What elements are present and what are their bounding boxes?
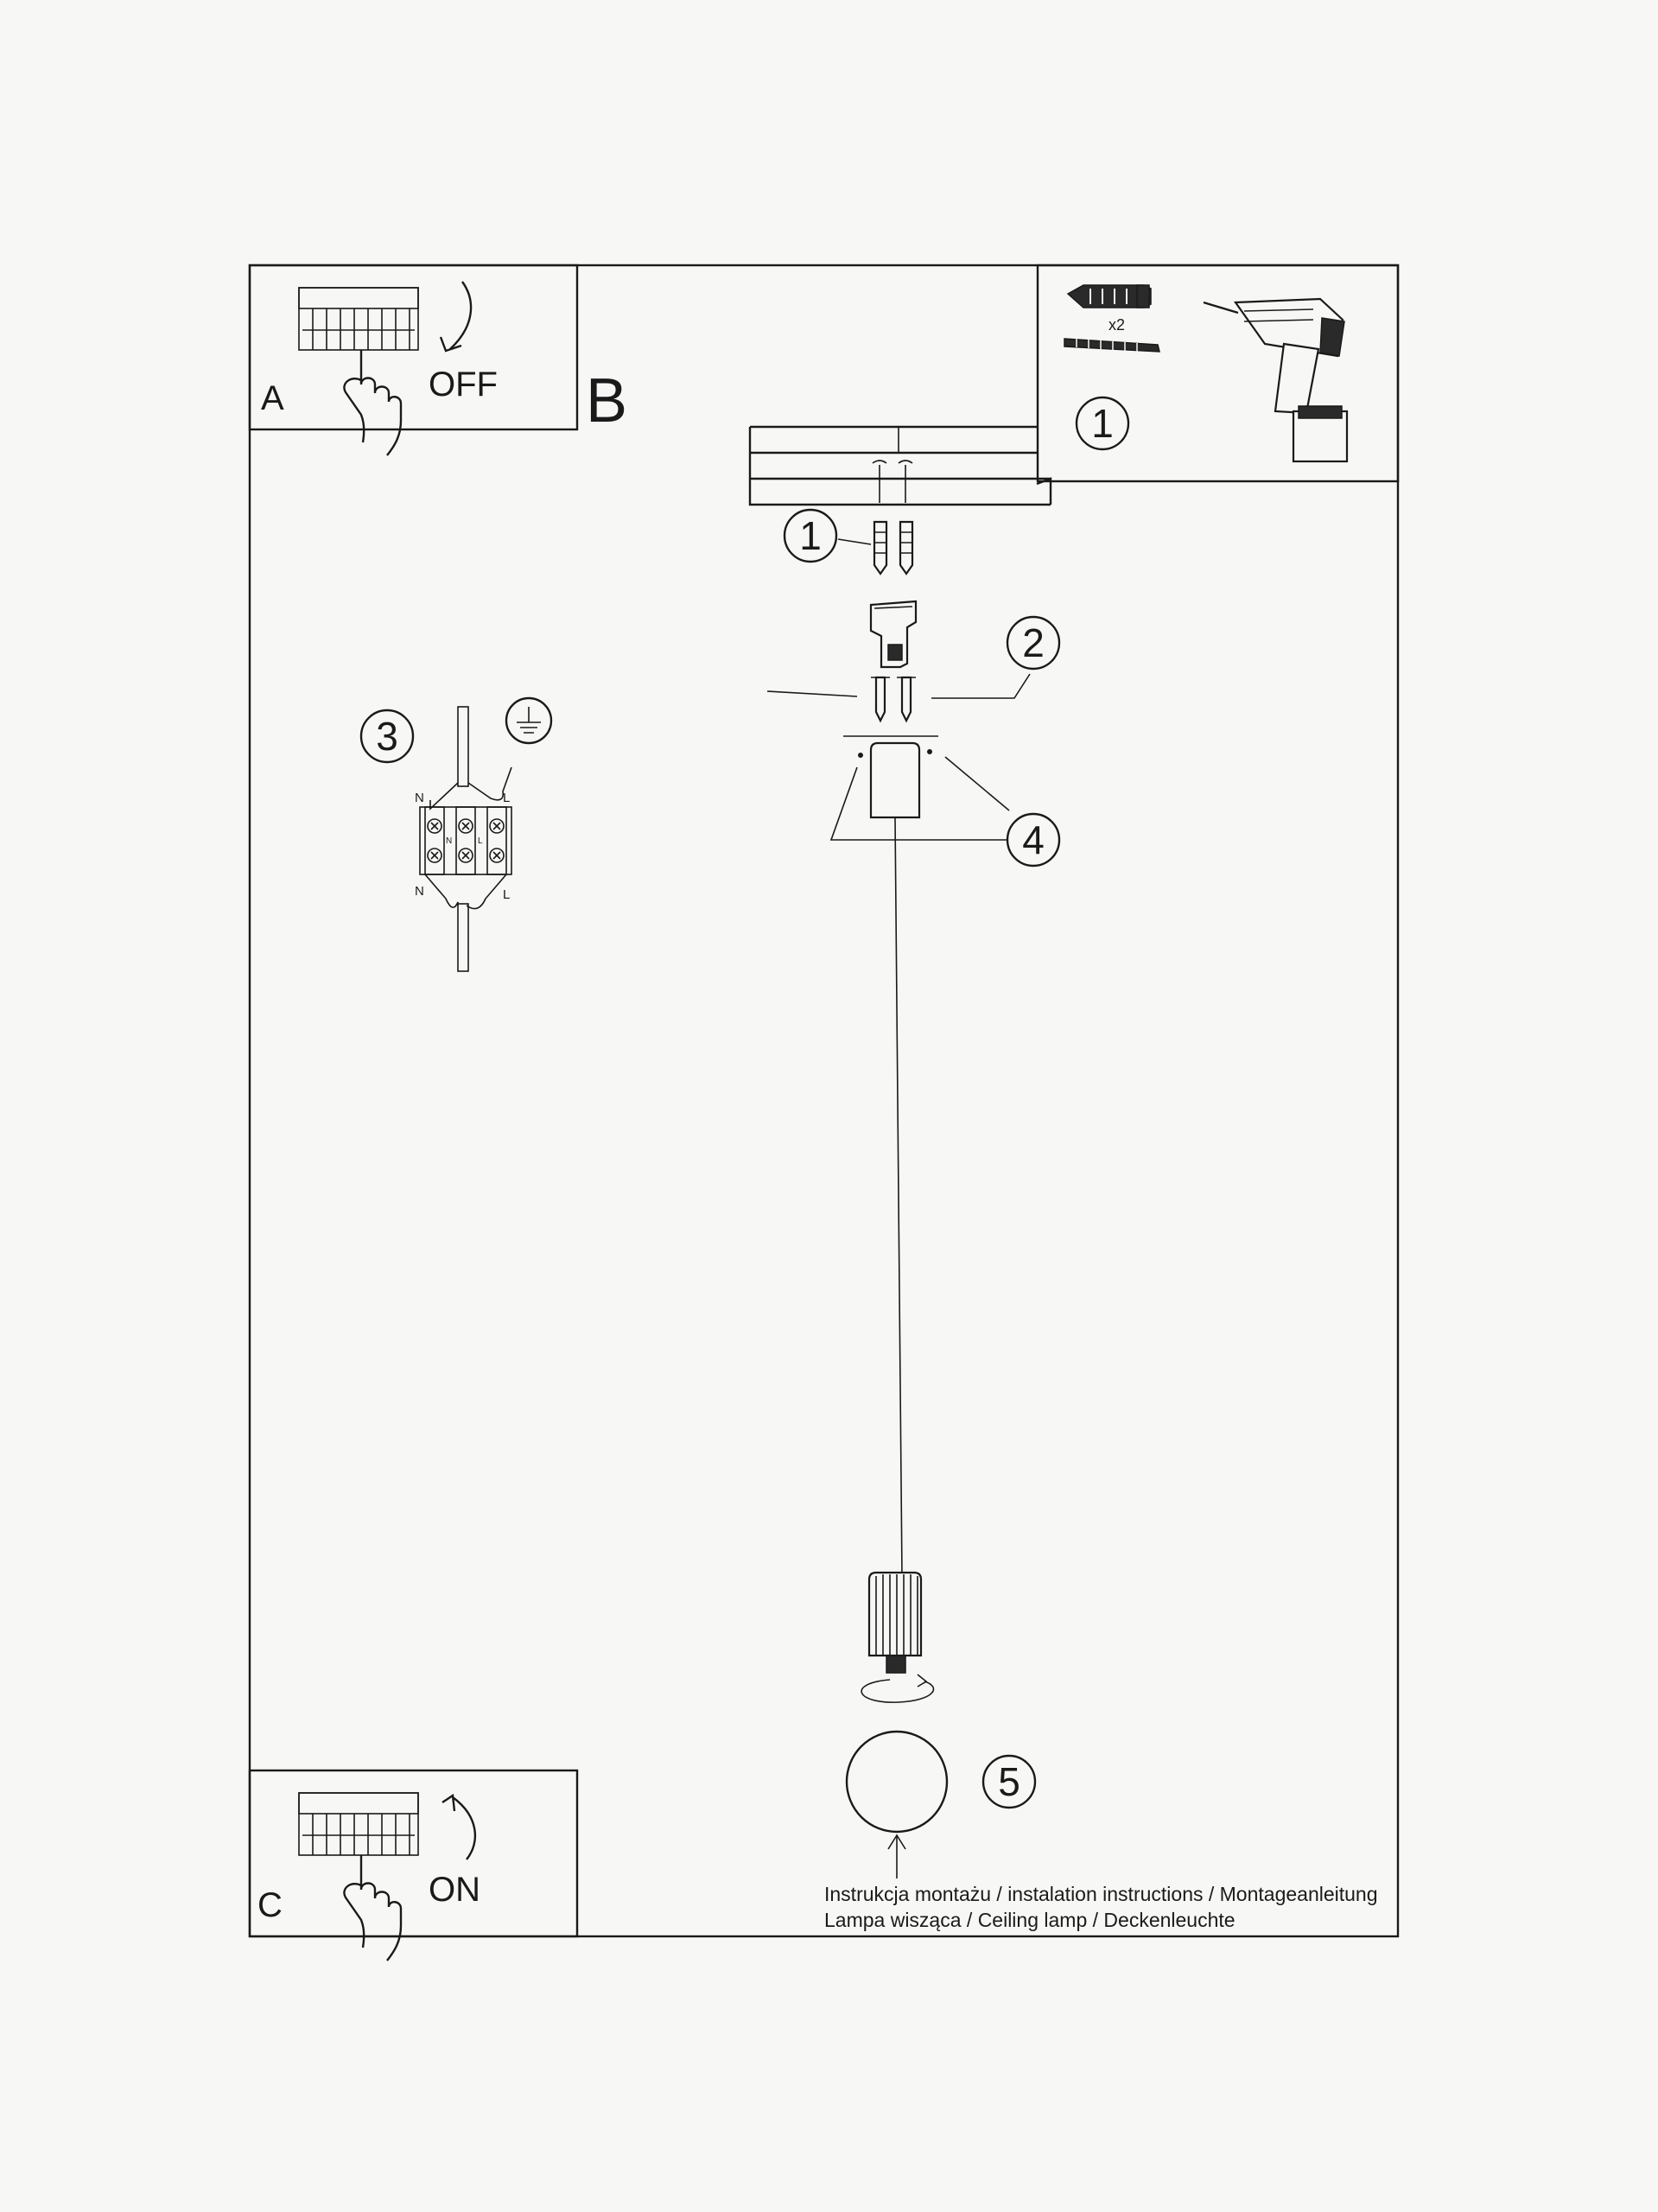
lamp-holder: [867, 1571, 923, 1674]
step-4-leader-right: [944, 756, 1010, 811]
step-2-leader-right: [931, 673, 1031, 699]
earth-ground-icon: [505, 696, 553, 745]
step-4-leader-left: [829, 766, 1007, 841]
mounting-bracket: [869, 600, 918, 669]
mounting-screws: [871, 676, 916, 723]
screw-icon: [1064, 338, 1160, 353]
svg-text:5: 5: [998, 1759, 1020, 1804]
caption-line-2: Lampa wisząca / Ceiling lamp / Deckenleu…: [824, 1909, 1236, 1931]
hand-pointing-icon: [343, 350, 403, 456]
panel-a-switch-label: OFF: [429, 365, 498, 404]
step-4-marker: 4: [1006, 812, 1061, 868]
panel-c-letter: C: [257, 1886, 283, 1924]
drill-icon: [1203, 297, 1349, 463]
tools-panel: x2 1: [1036, 264, 1400, 483]
wire-label-n-top: N: [415, 791, 424, 805]
step-1-leader: [837, 538, 872, 545]
step-5-marker: 5: [981, 1754, 1037, 1809]
step-2-leader-left: [766, 690, 858, 697]
wall-plug-icon: [1066, 284, 1152, 308]
caption-line-1: Instrukcja montażu / instalation instruc…: [824, 1883, 1378, 1905]
insert-arrow-icon: [887, 1834, 906, 1878]
wire-label-n-mid: N: [446, 836, 452, 846]
panel-a: A OFF: [248, 264, 579, 456]
suspension-cable: [894, 817, 903, 1577]
svg-text:3: 3: [376, 714, 398, 759]
breaker-box-icon: [298, 1792, 419, 1856]
arrow-down-icon: [439, 281, 473, 353]
glass-shade: [845, 1730, 949, 1834]
panel-a-letter: A: [261, 379, 284, 417]
diagram-frame: [248, 264, 1400, 1938]
panel-c-box: [248, 1769, 579, 1938]
hand-pointing-icon: [343, 1855, 403, 1961]
wire-label-l-bottom: L: [503, 887, 510, 902]
panel-a-box: [248, 264, 579, 431]
ceiling-block: [748, 425, 1052, 506]
canopy: [858, 741, 932, 819]
step-2-marker: 2: [1006, 615, 1061, 671]
panel-c: C ON: [248, 1769, 579, 1961]
tools-quantity: x2: [1109, 316, 1125, 334]
panel-c-switch-label: ON: [429, 1871, 480, 1909]
svg-text:2: 2: [1022, 620, 1045, 665]
terminal-block: [419, 706, 512, 972]
tools-panel-box: [1036, 264, 1400, 483]
wire-label-l-top: L: [503, 791, 510, 805]
step-1-marker: 1: [783, 508, 838, 563]
breaker-box-icon: [298, 287, 419, 351]
svg-text:4: 4: [1022, 817, 1045, 862]
wire-label-l-mid: L: [478, 836, 483, 846]
wall-plugs: [873, 520, 914, 575]
step-3-marker: 3: [359, 709, 415, 764]
arrow-up-icon: [441, 1793, 477, 1860]
rotate-arrow-icon: [861, 1674, 935, 1703]
svg-text:1: 1: [1091, 401, 1114, 446]
panel-b-letter: B: [586, 366, 627, 435]
svg-text:1: 1: [799, 513, 822, 558]
step-1-badge: 1: [1075, 396, 1130, 451]
wire-label-n-bottom: N: [415, 884, 424, 899]
